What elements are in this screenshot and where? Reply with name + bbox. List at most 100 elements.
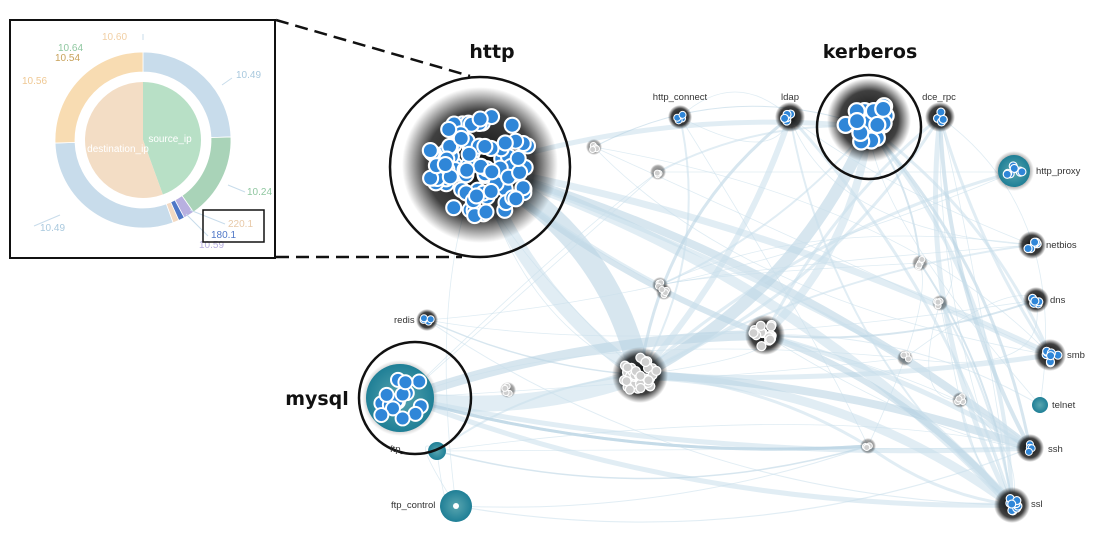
- edge-line: [659, 262, 921, 286]
- intermediate-node-member-node: [915, 261, 923, 269]
- mysql-cluster-member-node: [397, 374, 414, 391]
- dns-node[interactable]: [1023, 287, 1049, 313]
- mysql-cluster-member-node: [394, 410, 411, 427]
- netbios-node[interactable]: [1018, 231, 1046, 259]
- ssh-teal-node[interactable]: [1032, 397, 1048, 413]
- hub2-cluster-member-node: [765, 334, 776, 345]
- mysql-cluster-member-node: [407, 405, 424, 422]
- http-cluster-member-node: [482, 182, 500, 200]
- ssh-teal-node-base: [1032, 397, 1048, 413]
- donut-label-1056: 10.56: [22, 76, 47, 87]
- donut-label-1060: 10.60: [102, 32, 127, 43]
- hub1-cluster-member-node: [651, 365, 662, 377]
- intermediate-node[interactable]: [932, 295, 948, 311]
- http-cluster-member-node: [509, 149, 527, 167]
- redis-node[interactable]: [416, 309, 438, 331]
- intermediate-node[interactable]: [500, 382, 516, 398]
- http-cluster[interactable]: [402, 87, 558, 243]
- donut-leader-line: [189, 209, 226, 225]
- edge-line: [938, 115, 1032, 450]
- hub2-cluster[interactable]: [745, 315, 785, 355]
- hub1-cluster-member-node: [635, 382, 646, 394]
- http-proxy-node-member-node: [1002, 169, 1012, 179]
- hub2-cluster-member-node: [755, 320, 766, 331]
- label-smb: smb: [1067, 350, 1085, 361]
- edge-line: [867, 262, 923, 447]
- ssh-node-member-node: [1024, 447, 1033, 456]
- intermediate-node[interactable]: [656, 284, 672, 300]
- intermediate-node-member-node: [918, 256, 926, 264]
- dce-rpc-node-member-node: [936, 107, 946, 117]
- ldap-node-member-node: [780, 113, 790, 123]
- edge-line: [788, 115, 1014, 507]
- edge-line: [593, 146, 1051, 356]
- intermediate-node[interactable]: [586, 139, 602, 155]
- hub1-cluster-member-node: [643, 375, 654, 386]
- kerberos-cluster[interactable]: [827, 78, 911, 162]
- edge-line: [764, 334, 1031, 449]
- edge-line: [679, 91, 791, 118]
- intermediate-node-member-node: [658, 286, 666, 294]
- donut-label-1801: 180.1: [211, 230, 236, 241]
- http-cluster-member-node: [421, 141, 439, 160]
- edge-line: [866, 444, 1014, 507]
- dce-rpc-node[interactable]: [925, 102, 955, 132]
- intermediate-node-member-node: [904, 355, 912, 363]
- intermediate-node[interactable]: [952, 392, 968, 408]
- donut-label-2201: 220.1: [228, 219, 253, 230]
- kerberos-cluster-title: kerberos: [823, 41, 918, 63]
- edge-line: [939, 302, 1013, 506]
- donut-leader-line: [33, 214, 61, 227]
- donut-inset-panel: source_ip destination_ip 10.60 10.64 10.…: [9, 19, 276, 259]
- donut-chart: [33, 34, 246, 237]
- intermediate-node-member-node: [934, 298, 942, 306]
- label-ssl: ssl: [1031, 499, 1043, 510]
- label-netbios: netbios: [1046, 240, 1077, 251]
- hub1-cluster-member-node: [624, 384, 635, 395]
- http-cluster-member-node: [496, 134, 514, 152]
- mysql-cluster-member-node: [411, 373, 428, 390]
- edge-line: [436, 447, 1031, 452]
- edge-line: [426, 299, 1037, 337]
- edge-line: [904, 299, 1038, 363]
- smb-node[interactable]: [1034, 339, 1066, 371]
- edge-line: [764, 334, 1031, 449]
- intermediate-node[interactable]: [897, 350, 913, 366]
- donut-inner-source-segment: [143, 82, 202, 195]
- intermediate-node[interactable]: [650, 164, 666, 180]
- label-ftp-control: ftp_control: [391, 500, 435, 511]
- http-proxy-node-member-node: [1017, 167, 1027, 177]
- smb-node-member-node: [1046, 351, 1056, 361]
- edge-line: [401, 395, 1015, 508]
- kerberos-highlight-circle: [815, 73, 923, 181]
- http-cluster-member-node: [440, 120, 458, 138]
- http-connect-node[interactable]: [668, 105, 692, 129]
- http-cluster-member-node: [503, 116, 521, 134]
- ldap-node[interactable]: [775, 102, 805, 132]
- edge-line: [403, 171, 659, 399]
- intermediate-node[interactable]: [860, 438, 876, 454]
- http-cluster-member-node: [477, 203, 495, 221]
- hub1-cluster[interactable]: [612, 347, 668, 403]
- hub1-cluster-member-node: [621, 375, 632, 387]
- intermediate-node-member-node: [501, 384, 509, 392]
- edge-line: [939, 116, 1013, 506]
- hub2-cluster-member-node: [756, 341, 767, 352]
- donut-leader-line: [221, 77, 233, 86]
- edge-line: [659, 235, 1033, 286]
- label-dns: dns: [1050, 295, 1066, 306]
- mysql-cluster-title: mysql: [285, 388, 349, 410]
- donut-leader-line: [227, 184, 246, 193]
- edge-line: [426, 319, 1013, 506]
- http-cluster-member-node: [467, 187, 486, 205]
- label-http-proxy: http_proxy: [1036, 166, 1081, 177]
- intermediate-node[interactable]: [912, 255, 928, 271]
- ssl-node[interactable]: [994, 487, 1030, 523]
- mysql-cluster[interactable]: [362, 360, 438, 436]
- http-highlight-circle: [388, 75, 572, 259]
- hub1-cluster-member-node: [635, 370, 646, 381]
- edge-line: [426, 171, 1015, 321]
- ssh-node[interactable]: [1016, 434, 1044, 462]
- http-cluster-member-node: [483, 163, 501, 181]
- http-proxy-node[interactable]: [994, 151, 1034, 191]
